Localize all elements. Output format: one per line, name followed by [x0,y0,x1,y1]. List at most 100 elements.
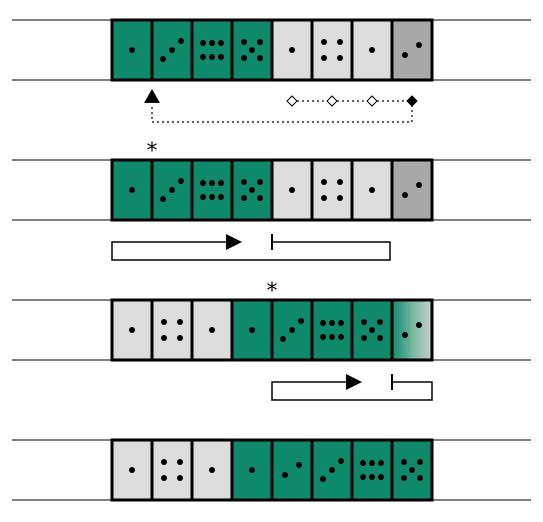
step-marker-2: * [147,139,158,164]
pip [321,179,327,185]
pip [337,195,343,201]
die-cell [310,298,354,362]
pip [402,332,408,338]
pip [402,192,408,198]
die-cell [390,158,434,222]
pip [337,55,343,61]
pip [401,475,407,481]
pip [289,327,295,333]
pip [161,335,167,341]
step-marker-3: * [267,279,278,304]
pip [337,179,343,185]
pip [257,179,263,185]
pip [218,194,224,200]
swap-connector [144,89,418,123]
die-cell [270,438,314,502]
pip [161,459,167,465]
die-cell [310,18,354,82]
die-cell [310,158,354,222]
pip [320,334,326,340]
pip [338,458,344,464]
pip [416,322,422,328]
right-arrow-icon [226,234,242,250]
pip [378,474,384,480]
chain-end-diamond-icon [406,95,418,107]
pip [200,40,206,46]
pip [361,319,367,325]
pip [360,474,366,480]
pip [218,40,224,46]
pip [200,194,206,200]
die-cell [350,438,394,502]
pip [241,179,247,185]
pip [320,320,326,326]
pip [416,182,422,188]
pip [178,38,184,44]
pip [377,335,383,341]
dotted-link [151,103,413,123]
pip [280,336,286,342]
pip [241,55,247,61]
pip [129,467,135,473]
pip [209,54,215,60]
pip [296,462,302,468]
die-cell [390,298,434,362]
pip [177,319,183,325]
pip [200,54,206,60]
cell-strip-3 [110,298,434,362]
pip [209,40,215,46]
pip [282,472,288,478]
pip [369,460,375,466]
pip [321,195,327,201]
pip [401,459,407,465]
pip [329,467,335,473]
chain-diamond-icon [286,95,298,107]
die-cell [150,298,194,362]
pip [369,187,375,193]
pip [329,334,335,340]
pip [417,459,423,465]
range-bracket-1 [111,234,391,261]
pip [160,56,166,62]
pip [209,180,215,186]
cell-strip-4 [110,438,434,502]
die-cell [230,438,274,502]
pip [369,327,375,333]
pip [338,334,344,340]
pip [241,195,247,201]
pip [337,39,343,45]
pip [209,327,215,333]
pip [409,467,415,473]
pip [257,39,263,45]
pip [416,42,422,48]
bracket-outline [271,381,433,401]
pip [249,467,255,473]
pip [377,319,383,325]
pip [360,460,366,466]
pip [417,475,423,481]
range-bracket-2 [271,374,433,401]
pip [320,476,326,482]
pip [369,474,375,480]
pip [177,459,183,465]
pip [249,327,255,333]
pip [321,55,327,61]
pip [218,54,224,60]
pip [338,320,344,326]
bracket-outline [111,241,391,261]
pip [161,475,167,481]
pip [402,52,408,58]
pip [129,187,135,193]
pip [160,196,166,202]
pip [200,180,206,186]
die-cell [190,438,234,502]
pip [209,467,215,473]
pip [169,47,175,53]
pip [289,47,295,53]
pip [177,475,183,481]
pip [369,47,375,53]
pip [257,55,263,61]
cell-strips [110,18,434,502]
pip [209,194,215,200]
pip [161,319,167,325]
